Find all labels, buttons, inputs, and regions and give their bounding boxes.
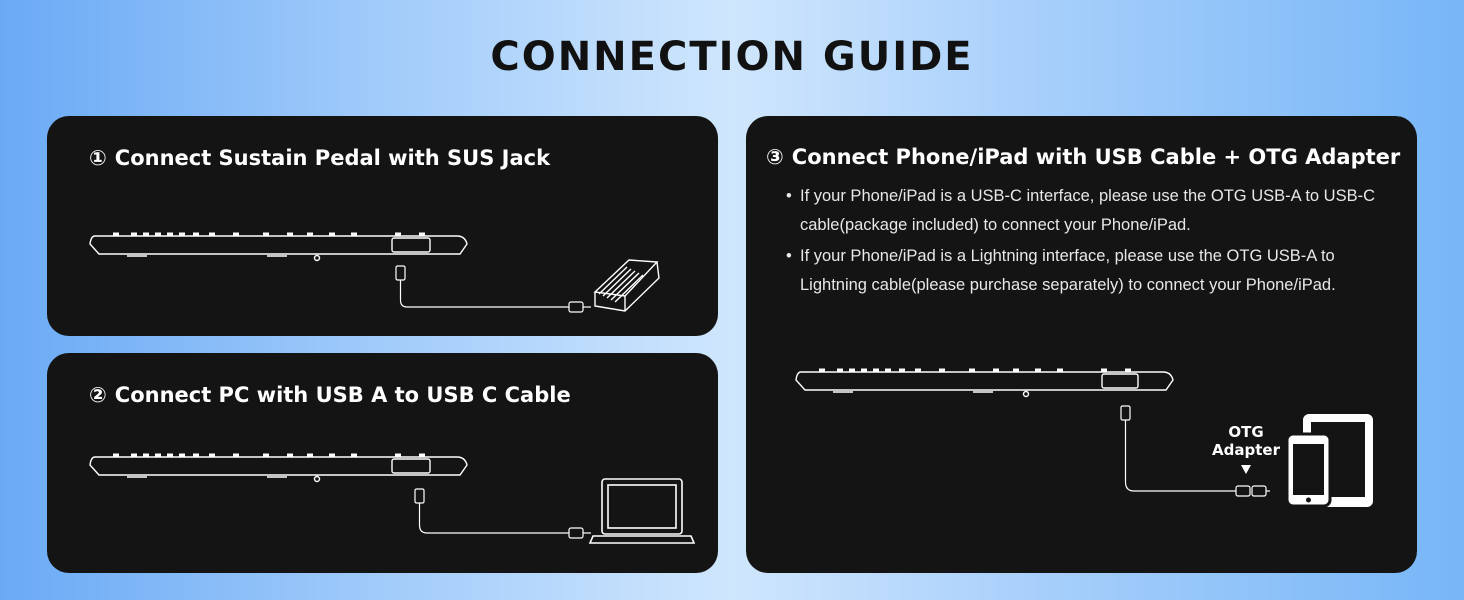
sustain-diagram (89, 232, 660, 313)
step-number: ③ (766, 145, 784, 169)
pc-diagram (89, 453, 696, 544)
keyboard-controller-icon (795, 368, 1174, 398)
usb-c-plug-icon (568, 527, 591, 539)
keyboard-controller-icon (89, 232, 468, 262)
instruction-usb-c: If your Phone/iPad is a USB-C interface,… (786, 182, 1386, 240)
keyboard-controller-icon (89, 453, 468, 483)
otg-label-line1: OTG (1228, 423, 1264, 441)
step-number: ① (89, 146, 107, 170)
panel-phone-ipad: ③ Connect Phone/iPad with USB Cable + OTG… (746, 116, 1417, 573)
otg-label-line2: Adapter (1212, 441, 1280, 459)
page-title: CONNECTION GUIDE (490, 34, 974, 80)
otg-adapter-icon (1235, 485, 1270, 497)
phone-screen (1293, 444, 1324, 503)
instruction-lightning: If your Phone/iPad is a Lightning interf… (786, 242, 1386, 300)
panel-pc-connection: ② Connect PC with USB A to USB C Cable (47, 353, 718, 573)
panel-heading: ① Connect Sustain Pedal with SUS Jack (89, 146, 550, 170)
sus-cable (395, 265, 569, 308)
usb-cable (414, 488, 569, 534)
arrow-down-icon (1241, 465, 1251, 474)
panel-heading: ③ Connect Phone/iPad with USB Cable + OTG… (766, 145, 1400, 169)
step-heading: Connect Phone/iPad with USB Cable + OTG … (791, 145, 1401, 169)
step-number: ② (89, 383, 107, 407)
phone-diagram (795, 368, 1373, 508)
panel-heading: ② Connect PC with USB A to USB C Cable (89, 383, 571, 407)
otg-adapter-label: OTG Adapter (1201, 423, 1291, 459)
instructions-list: If your Phone/iPad is a USB-C interface,… (786, 182, 1386, 302)
sustain-pedal-icon (593, 259, 660, 312)
usb-c-plug-icon (568, 301, 591, 313)
step-heading: Connect Sustain Pedal with SUS Jack (114, 146, 551, 170)
panel-sustain-pedal: ① Connect Sustain Pedal with SUS Jack (47, 116, 718, 336)
laptop-icon (588, 478, 696, 544)
step-heading: Connect PC with USB A to USB C Cable (114, 383, 571, 407)
usb-cable (1120, 405, 1236, 492)
